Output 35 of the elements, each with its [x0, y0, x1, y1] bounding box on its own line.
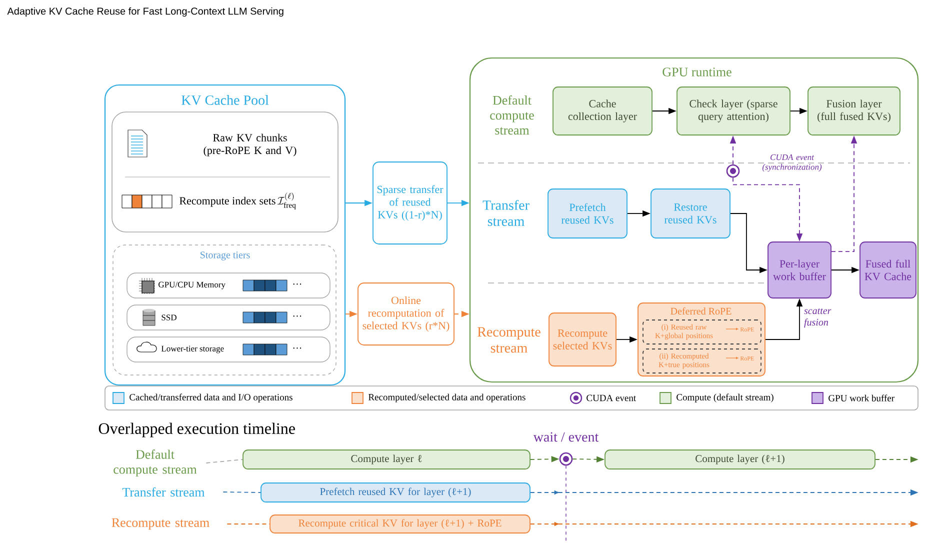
timeline-bar: Recompute critical KV for layer (ℓ+1) + RoPE: [270, 514, 530, 534]
legend-label: Recomputed/selected data and operations: [368, 394, 526, 402]
compute-layer-box: Fusion layer (full fused KVs): [808, 86, 900, 136]
event-caption: wait / event: [533, 432, 599, 442]
transfer-box: Sparse transfer of reused KVs ((1-r)*N): [372, 162, 448, 244]
event-marker: [559, 452, 573, 466]
stream-label: Recompute stream: [112, 518, 210, 530]
connector: [222, 492, 261, 493]
legend-label: CUDA event: [586, 394, 636, 402]
compute-layer-box: Cache collection layer: [552, 86, 652, 136]
stream-label: Transfer stream: [122, 487, 205, 497]
section-heading: Overlapped execution timeline: [98, 422, 295, 438]
transfer-step-box: Restore reused KVs: [650, 188, 730, 238]
legend-label: Compute (default stream): [676, 394, 774, 402]
kv-chunk-card: Raw KV chunks (pre-RoPE K and V) Recompute index sets $\mathcal{I}^{(\ell)}_{\mathrm{freq}}$: [112, 112, 338, 232]
stream-label: Transfer stream: [482, 200, 530, 226]
compute-layer-box: Check layer (sparse query attention): [676, 86, 790, 136]
timeline-bar: Compute layer (ℓ+1): [604, 450, 876, 470]
timeline-bar: Compute layer ℓ: [242, 450, 530, 470]
timeline-bar: Prefetch reused KV for layer (ℓ+1): [260, 482, 530, 502]
stream-label: Default compute stream: [114, 450, 197, 476]
transfer-step-box: Prefetch reused KVs: [548, 188, 628, 238]
kv-cache-box: Fused full KV Cache: [860, 242, 916, 298]
event-marker: [726, 164, 740, 178]
event-caption: CUDA event (synchronization): [762, 154, 822, 172]
stream-label: Default compute stream: [490, 95, 534, 135]
edge-label: scatter fusion: [804, 308, 832, 328]
legend-label: GPU work buffer: [828, 394, 894, 402]
page-title: Adaptive KV Cache Reuse for Fast Long-Context LLM Serving: [7, 7, 284, 17]
stream-label: Recompute stream: [478, 327, 540, 353]
recompute-box: Online recomputation of selected KVs (r*N): [358, 282, 454, 346]
work-buffer-box: Per-layer work buffer: [768, 242, 832, 298]
legend-label: Cached/transferred data and I/O operations: [130, 394, 292, 402]
recompute-step-box: Recompute selected KVs: [548, 312, 616, 366]
connector: [206, 459, 243, 464]
